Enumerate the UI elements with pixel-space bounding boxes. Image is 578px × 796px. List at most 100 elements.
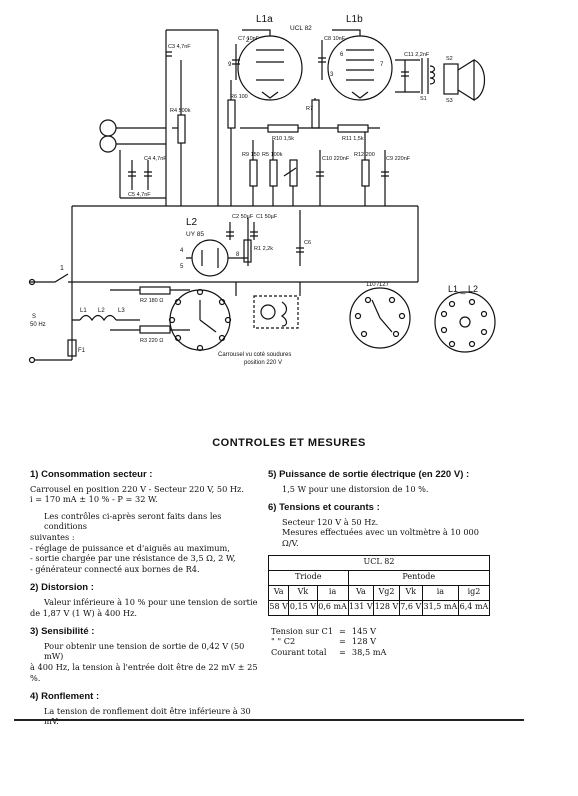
label-r4: R4 500k — [170, 108, 191, 114]
table-header: ia — [316, 584, 349, 601]
s1-line-2: i = 170 mA ± 10 % - P = 32 W. — [30, 494, 158, 505]
section-3-heading: 3) Sensibilité : — [30, 626, 95, 638]
table-header: Vk — [398, 584, 423, 601]
node-9: 9 — [228, 62, 232, 68]
node-3: 3 — [330, 72, 334, 78]
table-header: Va — [267, 584, 290, 601]
node-6: 6 — [340, 52, 344, 58]
label-c8: C8 10nF — [324, 36, 346, 42]
label-carrousel-2: position 220 V — [244, 360, 282, 366]
bottom-divider — [14, 719, 524, 721]
measure-sep: = — [339, 625, 346, 636]
label-r3: R3 220 Ω — [140, 338, 163, 344]
table-cell: 128 V — [373, 599, 400, 616]
label-c11: C11 2,2nF — [404, 52, 430, 58]
s6-line-1: Secteur 120 V à 50 Hz. — [282, 516, 379, 527]
measure-label: " " C2 — [271, 636, 296, 647]
table-title: UCL 82 — [268, 554, 490, 571]
s2-line-1: Valeur inférieure à 10 % pour une tensio… — [44, 596, 258, 607]
section-5-heading: 5) Puissance de sortie électrique (en 22… — [268, 469, 470, 480]
label-c6: C6 — [304, 240, 311, 246]
label-l3-coil: L3 — [118, 308, 125, 314]
measure-label: Tension sur C1 — [271, 625, 334, 636]
s1-para-5: - générateur connecté aux bornes de R4. — [30, 563, 200, 574]
measure-label: Courant total — [271, 646, 327, 657]
table-cell: 0,15 V — [288, 599, 318, 616]
s1-para-2: suivantes : — [30, 531, 75, 542]
s2-line-2: de 1,87 V (1 W) à 400 Hz. — [30, 607, 138, 618]
measure-row: Tension sur C1 = 145 V — [268, 626, 389, 637]
label-mains: 50 Hz — [30, 322, 46, 328]
label-r5: R5 100k — [262, 152, 283, 158]
table-group-triode: Triode — [268, 569, 349, 586]
table-cell: 0,6 mA — [316, 599, 349, 616]
label-r9: R9 150 — [242, 152, 260, 158]
label-l1-l2: L1 _ L2 — [448, 284, 478, 294]
section-2-heading: 2) Distorsion : — [30, 582, 94, 594]
s3-line-2: à 400 Hz, la tension à l'entrée doit êtr… — [30, 661, 258, 683]
label-r11: R11 1,5k — [342, 136, 364, 142]
section-4-heading: 4) Ronflement : — [30, 691, 100, 703]
table-value-row: 58 V 0,15 V 0,6 mA 131 V 128 V 7,6 V 31,… — [267, 599, 490, 616]
label-f1: F1 — [78, 348, 86, 354]
table-header: Va — [347, 584, 375, 601]
label-c10: C10 220nF — [322, 156, 350, 162]
table-cell: 6,4 mA — [458, 599, 490, 616]
label-l2: L2 — [186, 217, 198, 228]
label-s: S — [32, 314, 36, 320]
label-socket-110: 110 /127 — [366, 282, 390, 288]
measure-sep: = — [339, 646, 346, 657]
label-l2-coil: L2 — [98, 308, 105, 314]
measure-value: 128 V — [351, 636, 377, 647]
label-s3: S3 — [446, 98, 453, 104]
s1-para-4: - sortie chargée par une résistance de 3… — [30, 553, 236, 564]
page-title: CONTROLES ET MESURES — [212, 437, 366, 449]
measure-value: 145 V — [351, 625, 377, 636]
measure-row: " " C2 = 128 V — [268, 636, 389, 647]
label-r6: R6 100 — [230, 94, 248, 100]
label-c9: C9 220nF — [386, 156, 411, 162]
label-s2: S2 — [446, 56, 453, 62]
right-column: 5) Puissance de sortie électrique (en 22… — [267, 469, 498, 658]
section-6-heading: 6) Tensions et courants : — [268, 502, 380, 514]
measure-sep: = — [339, 636, 346, 647]
table-header: ia — [421, 584, 460, 601]
node-1: 1 — [60, 265, 64, 272]
label-c1: C1 50µF — [256, 214, 278, 220]
label-r1: R1 2,2k — [254, 246, 273, 252]
table-cell: 131 V — [347, 599, 375, 616]
ucl82-table: UCL 82 Triode Pentode Va Vk ia Va Vg2 Vk… — [267, 554, 491, 616]
s1-para-3: - réglage de puissance et d'aiguës au ma… — [30, 542, 230, 553]
measure-row: Courant total = 38,5 mA — [268, 647, 389, 658]
label-carrousel-1: Carrousel vu coté soudures — [218, 352, 291, 358]
node-2: 2 — [246, 38, 250, 44]
label-s1: S1 — [420, 96, 427, 102]
node-8: 8 — [236, 252, 240, 258]
s3-line-1: Pour obtenir une tension de sortie de 0,… — [44, 640, 245, 662]
node-5: 5 — [180, 264, 184, 270]
s6-line-2: Mesures effectuées avec un voltmètre à 1… — [282, 527, 479, 548]
label-r2: R2 180 Ω — [140, 298, 163, 304]
label-l1a: L1a — [256, 14, 273, 25]
section-1-heading: 1) Consommation secteur : — [30, 469, 153, 480]
s1-para-1: Les contrôles ci-après seront faits dans… — [44, 510, 222, 532]
s4-line-1: La tension de ronflement doit être infér… — [44, 705, 251, 727]
node-7: 7 — [380, 62, 384, 68]
table-header: ig2 — [458, 584, 490, 601]
table-cell: 7,6 V — [398, 599, 423, 616]
table-cell: 58 V — [267, 599, 290, 616]
table-header-row: Va Vk ia Va Vg2 Vk ia ig2 — [267, 584, 490, 601]
label-c4: C4 4,7nF — [144, 156, 167, 162]
label-uy85: UY 85 — [186, 231, 204, 238]
circuit-schematic: L1a UCL 82 L1b L2 UY 85 L1 _ L2 110 /127… — [28, 14, 496, 366]
node-4: 4 — [180, 248, 184, 254]
measures-list: Tension sur C1 = 145 V " " C2 = 128 V Co… — [268, 626, 389, 658]
table-cell: 31,5 mA — [421, 599, 460, 616]
label-c5: C5 4,7nF — [128, 192, 151, 198]
label-l1-coil: L1 — [80, 308, 87, 314]
label-r10: R10 1,5k — [272, 136, 294, 142]
s1-line-1: Carrousel en position 220 V - Secteur 22… — [30, 483, 244, 494]
table-header: Vg2 — [373, 584, 400, 601]
left-column: 1) Consommation secteur : Carrousel en p… — [30, 469, 260, 727]
table-group-pentode: Pentode — [347, 569, 491, 586]
